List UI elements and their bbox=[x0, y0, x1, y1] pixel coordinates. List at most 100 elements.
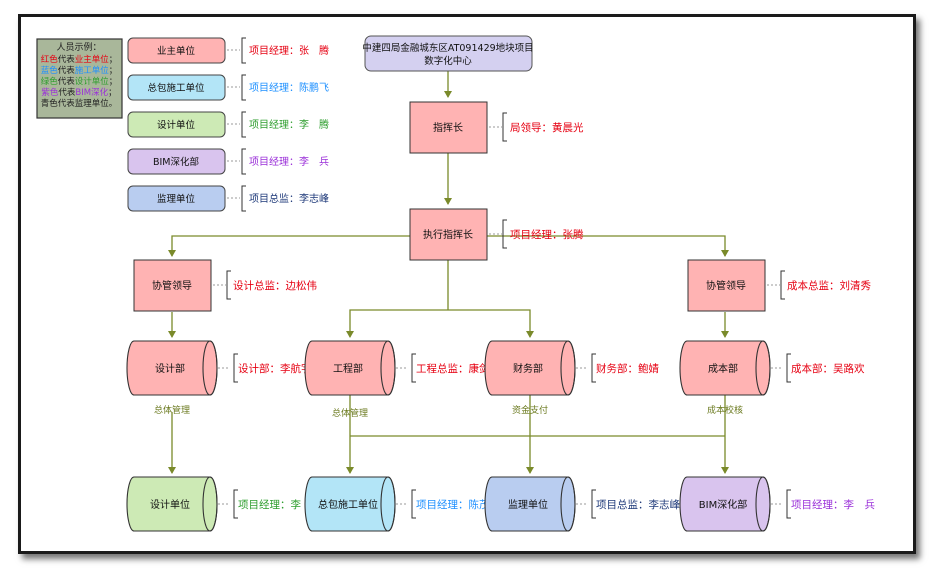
legend-segment: 代表 bbox=[58, 76, 76, 87]
coord-left-person-text: 设计总监：边松伟 bbox=[233, 279, 317, 292]
bottom-bim-bracket bbox=[786, 489, 791, 519]
coord-right-person: 成本总监：刘清秀 bbox=[767, 270, 871, 300]
bottom-design: 设计单位 项目经理：李 腾 bbox=[126, 476, 322, 532]
coord-right-person-text: 成本总监：刘清秀 bbox=[787, 279, 871, 292]
legend-segment: 青色代表监理单位。 bbox=[41, 98, 118, 109]
legend: 人员示例： 红色代表业主单位；蓝色代表施工单位；绿色代表设计单位；紫色代表BIM… bbox=[36, 38, 123, 119]
bottom-bim-cap bbox=[755, 476, 771, 532]
unit-bracket bbox=[241, 185, 246, 212]
coord-right-node: 协管领导 bbox=[687, 259, 766, 312]
legend-segment: 代表 bbox=[58, 65, 76, 76]
legend-line: 红色代表业主单位； bbox=[41, 54, 118, 65]
dept-cost-person: 成本部：吴路欢 bbox=[791, 362, 865, 375]
unit-bracket bbox=[241, 37, 246, 64]
coord-right-label: 协管领导 bbox=[706, 279, 746, 292]
bottom-supervision-bracket bbox=[591, 489, 596, 519]
dept-eng-note: 总体管理 bbox=[332, 407, 368, 419]
dept-fin-label: 财务部 bbox=[513, 362, 543, 375]
unit-box bbox=[127, 74, 226, 101]
department-cylinders: 设计部 设计部：李航宇工程部工程总监：康剑秋财务部财务部：鲍婧 成本部 成本部：吴路欢… bbox=[126, 340, 875, 532]
center-title-line2: 数字化中心 bbox=[424, 55, 472, 67]
unit-label: BIM深化部 bbox=[153, 156, 199, 168]
legend-line: 绿色代表设计单位； bbox=[41, 76, 118, 87]
exec-commander-person-text: 项目经理：张腾 bbox=[510, 228, 584, 241]
legend-segment: 代表 bbox=[58, 87, 76, 98]
legend-segment: 代表 bbox=[58, 54, 76, 65]
connectors bbox=[168, 71, 729, 474]
bottom-gc-person: 项目经理：陈茂松 bbox=[416, 498, 500, 511]
legend-segment: 紫色 bbox=[41, 87, 59, 98]
dept-cost: 成本部 成本部：吴路欢 bbox=[679, 340, 865, 396]
unit-item: 总包施工单位项目经理：陈鹏飞 bbox=[127, 74, 329, 101]
unit-item: 业主单位项目经理：张 腾 bbox=[127, 37, 329, 64]
legend-segment: ； bbox=[109, 77, 118, 87]
unit-person: 项目总监：李志峰 bbox=[249, 192, 329, 205]
legend-lines: 红色代表业主单位；蓝色代表施工单位；绿色代表设计单位；紫色代表BIM深化；青色代… bbox=[41, 54, 118, 109]
unit-list: 业主单位项目经理：张 腾总包施工单位项目经理：陈鹏飞设计单位项目经理：李 腾 BI… bbox=[127, 37, 329, 212]
bottom-bim-label: BIM深化部 bbox=[699, 498, 747, 511]
bottom-design-cap bbox=[202, 476, 218, 532]
legend-line: 蓝色代表施工单位； bbox=[41, 65, 118, 76]
unit-person: 项目经理：陈鹏飞 bbox=[249, 81, 329, 94]
bottom-gc: 总包施工单位 项目经理：陈茂松 bbox=[304, 476, 500, 532]
commander-person-text: 局领导：黄晨光 bbox=[510, 121, 584, 134]
exec-commander-node: 执行指挥长 bbox=[409, 208, 488, 261]
legend-segment: 蓝色 bbox=[41, 65, 59, 76]
bottom-bim-person: 项目经理：李 兵 bbox=[791, 498, 875, 511]
dept-design-label: 设计部 bbox=[155, 362, 185, 375]
exec-commander-label: 执行指挥长 bbox=[423, 228, 473, 241]
bottom-supervision: 监理单位 项目总监：李志峰 bbox=[484, 476, 680, 532]
bottom-supervision-cap bbox=[560, 476, 576, 532]
bottom-design-person: 项目经理：李 腾 bbox=[238, 498, 322, 511]
unit-label: 监理单位 bbox=[157, 193, 196, 205]
legend-segment: ； bbox=[109, 55, 118, 65]
dept-design-bracket bbox=[233, 353, 238, 383]
dept-fin-cap bbox=[560, 340, 576, 396]
dept-cost-note: 成本校核 bbox=[707, 404, 743, 416]
dept-eng-label: 工程部 bbox=[333, 362, 363, 375]
dept-design-cap bbox=[202, 340, 218, 396]
bottom-gc-label: 总包施工单位 bbox=[318, 498, 378, 511]
coord-left-label: 协管领导 bbox=[152, 279, 192, 292]
bottom-bim: BIM深化部 项目经理：李 兵 bbox=[679, 476, 875, 532]
legend-segment: 施工单位 bbox=[75, 65, 110, 76]
dept-design-person: 设计部：李航宇 bbox=[238, 362, 312, 375]
legend-segment: 业主单位 bbox=[75, 54, 110, 65]
legend-line: 青色代表监理单位。 bbox=[41, 98, 118, 109]
legend-segment: 绿色 bbox=[41, 76, 59, 87]
unit-label: 设计单位 bbox=[157, 119, 196, 131]
dept-fin-bracket bbox=[591, 353, 596, 383]
unit-box bbox=[127, 37, 226, 64]
dept-design-note: 总体管理 bbox=[154, 404, 190, 416]
dept-eng-bracket bbox=[411, 353, 416, 383]
legend-segment: 红色 bbox=[41, 54, 59, 65]
unit-bracket bbox=[241, 111, 246, 138]
bottom-supervision-person: 项目总监：李志峰 bbox=[596, 498, 680, 511]
commander-node: 指挥长 bbox=[409, 101, 488, 154]
legend-segment: 设计单位 bbox=[75, 76, 110, 87]
legend-segment: BIM深化 bbox=[75, 87, 108, 98]
unit-box bbox=[127, 185, 226, 212]
legend-line: 紫色代表BIM深化； bbox=[41, 87, 116, 98]
exec-commander-person: 项目经理：张腾 bbox=[489, 219, 584, 249]
unit-person: 项目经理：张 腾 bbox=[249, 44, 329, 57]
legend-segment: ； bbox=[109, 66, 118, 76]
dept-fin-note: 资金支付 bbox=[512, 404, 548, 416]
unit-item: 设计单位项目经理：李 腾 bbox=[127, 111, 329, 138]
bottom-design-label: 设计单位 bbox=[150, 498, 190, 511]
legend-title: 人员示例： bbox=[56, 41, 101, 53]
dept-fin: 财务部财务部：鲍婧 bbox=[484, 340, 659, 396]
coord-left-person: 设计总监：边松伟 bbox=[213, 270, 317, 300]
unit-box bbox=[127, 148, 226, 175]
dept-eng: 工程部工程总监：康剑秋 bbox=[304, 340, 500, 396]
unit-person: 项目经理：李 兵 bbox=[249, 155, 329, 168]
unit-item: BIM深化部 项目经理：李 兵 bbox=[127, 148, 329, 175]
coord-left-node: 协管领导 bbox=[133, 259, 212, 312]
bottom-supervision-label: 监理单位 bbox=[508, 498, 548, 511]
dept-cost-label: 成本部 bbox=[708, 362, 738, 375]
unit-bracket bbox=[241, 74, 246, 101]
dept-cost-bracket bbox=[786, 353, 791, 383]
dept-cost-cap bbox=[755, 340, 771, 396]
unit-item: 监理单位 项目总监：李志峰 bbox=[127, 185, 329, 212]
